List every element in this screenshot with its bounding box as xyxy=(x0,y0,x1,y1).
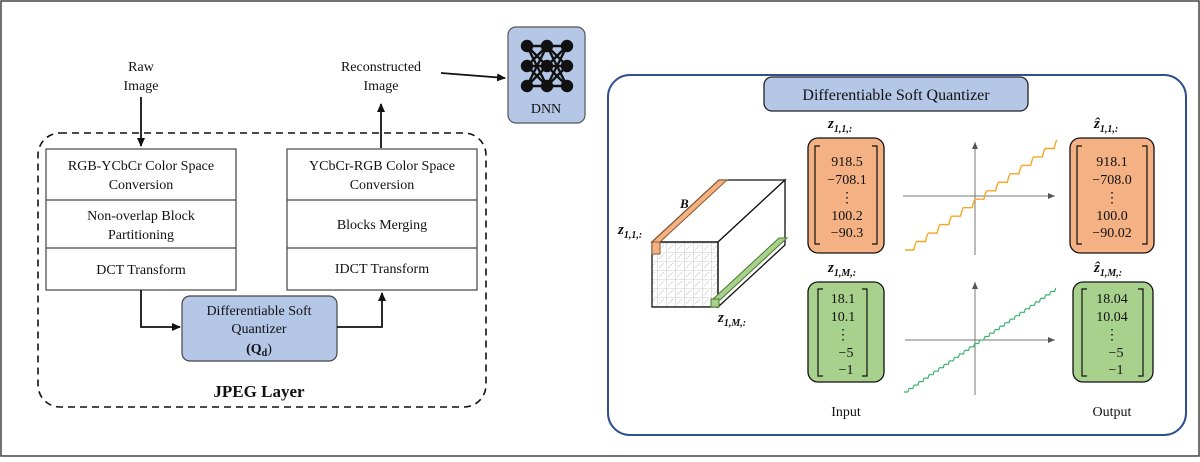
quantizer-box xyxy=(181,295,338,362)
reconstructed-image-label-1: Reconstructed xyxy=(341,60,421,75)
raw-image-label-1: Raw xyxy=(128,60,155,75)
output-bottom-bracket-left xyxy=(1081,288,1087,377)
raw-image-label-2: Image xyxy=(124,79,159,94)
input-top-bracket-left xyxy=(814,145,820,245)
output-top-value: 100.0 xyxy=(1096,209,1128,224)
input-bottom-value: 10.1 xyxy=(831,310,856,325)
output-bottom-vector-box xyxy=(1072,281,1154,383)
orange-staircase-curve xyxy=(905,139,1058,251)
cube-b-label: B xyxy=(679,196,689,211)
input-caption: Input xyxy=(831,405,861,420)
jpeg-layer-label: JPEG Layer xyxy=(213,382,305,401)
input-bottom-value: −5 xyxy=(839,346,854,361)
panel-title-box xyxy=(763,76,1029,112)
input-top-label: z1,1,: xyxy=(827,116,852,135)
to-dnn-arrow xyxy=(440,72,506,82)
input-top-vector-box xyxy=(807,137,885,254)
output-caption: Output xyxy=(1093,405,1132,420)
enc-step-3: DCT Transform xyxy=(96,263,186,278)
orange-coefficient-cell xyxy=(651,241,661,255)
dct-block-cube xyxy=(650,178,789,309)
dec-step-1-line-2: Conversion xyxy=(350,178,415,193)
quantizer-to-idct-arrow xyxy=(337,292,386,328)
panel-title: Differentiable Soft Quantizer xyxy=(802,87,990,104)
input-bottom-bracket-left xyxy=(817,288,823,377)
input-bottom-label: z1,M,: xyxy=(827,260,856,279)
quantizer-line-2: Quantizer xyxy=(231,322,287,337)
decoder-stack xyxy=(286,148,478,291)
dec-step-2: Blocks Merging xyxy=(337,218,427,233)
enc-step-2-line-1: Non-overlap Block xyxy=(87,209,195,224)
output-top-value: ⋮ xyxy=(1105,191,1119,206)
input-bottom-vector-box xyxy=(807,281,885,383)
input-top-bracket-right xyxy=(872,145,878,245)
neural-network-icon xyxy=(520,39,574,93)
green-coefficient-cell xyxy=(710,298,720,308)
output-bottom-value: 18.04 xyxy=(1096,292,1128,307)
output-bottom-label: ẑ1,M,: xyxy=(1093,260,1122,279)
output-bottom-value: −1 xyxy=(1109,363,1124,378)
output-bottom-value: −5 xyxy=(1109,346,1124,361)
green-staircase-curve xyxy=(904,287,1057,393)
output-top-value: 918.1 xyxy=(1096,155,1128,170)
encoder-stack xyxy=(45,148,237,291)
cube-front-face xyxy=(651,241,719,308)
output-top-bracket-left xyxy=(1076,145,1082,245)
quantizer-symbol: (Qd) xyxy=(246,342,272,359)
quantizer-detail-panel xyxy=(607,74,1187,436)
cube-z-bottom-label: z1,M,: xyxy=(717,310,746,329)
input-top-value: 100.2 xyxy=(831,209,863,224)
dnn-label: DNN xyxy=(531,102,561,117)
reconstructed-image-label-2: Image xyxy=(364,79,399,94)
quantizer-line-1: Differentiable Soft xyxy=(206,304,311,319)
cube-z-top-label: z1,1,: xyxy=(617,222,642,241)
input-top-value: ⋮ xyxy=(840,191,854,206)
top-quantization-plot xyxy=(903,139,1058,255)
output-bottom-bracket-right xyxy=(1138,288,1144,377)
output-bottom-value: ⋮ xyxy=(1105,328,1119,343)
enc-step-1-line-1: RGB-YCbCr Color Space xyxy=(68,159,214,174)
output-top-vector-box xyxy=(1069,137,1155,254)
input-bottom-value: 18.1 xyxy=(831,292,856,307)
bottom-quantization-plot xyxy=(904,282,1057,395)
input-top-value: −708.1 xyxy=(827,173,866,188)
jpeg-layer-frame xyxy=(37,132,487,408)
input-bottom-bracket-right xyxy=(862,288,868,377)
input-top-value: 918.5 xyxy=(831,155,863,170)
enc-step-1-line-2: Conversion xyxy=(109,178,174,193)
dec-step-3: IDCT Transform xyxy=(335,262,429,277)
output-top-label: ẑ1,1,: xyxy=(1093,116,1118,135)
output-top-value: −90.02 xyxy=(1092,226,1131,241)
output-top-bracket-right xyxy=(1142,145,1148,245)
input-bottom-value: ⋮ xyxy=(836,328,850,343)
dec-step-1-line-1: YCbCr-RGB Color Space xyxy=(309,159,455,174)
input-bottom-value: −1 xyxy=(839,363,854,378)
output-top-value: −708.0 xyxy=(1092,173,1131,188)
input-top-value: −90.3 xyxy=(831,226,863,241)
output-bottom-value: 10.04 xyxy=(1096,310,1128,325)
enc-step-2-line-2: Partitioning xyxy=(108,228,174,243)
dct-to-quantizer-arrow xyxy=(140,290,181,331)
